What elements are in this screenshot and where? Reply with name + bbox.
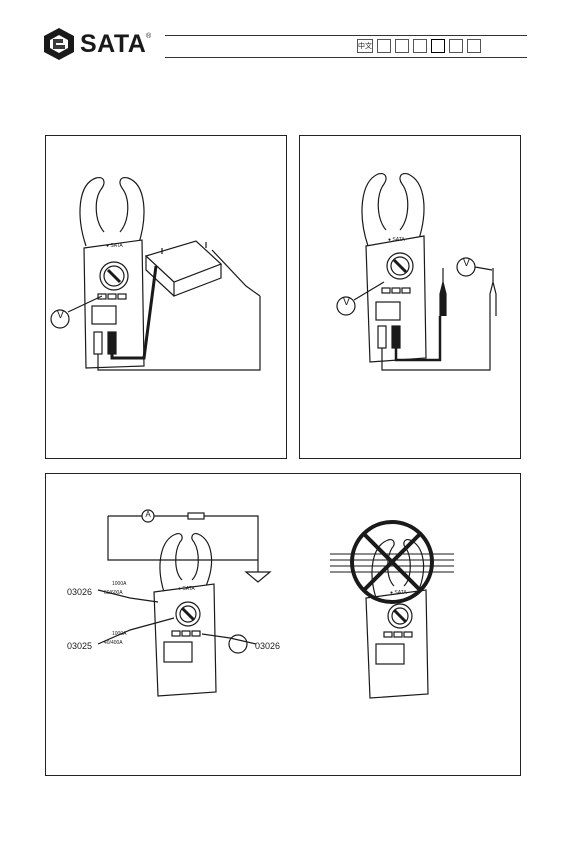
language-tab[interactable]: [395, 39, 409, 53]
header-rule-top: [165, 35, 527, 36]
panel-dc-voltage: ● SATA V: [45, 135, 287, 459]
range-label-2: 60/600A: [104, 590, 123, 596]
range-label-1: 1000A: [112, 581, 126, 587]
panel-ac-voltage: ● SATA V V: [299, 135, 521, 459]
model-label-bottom-left: 03025: [67, 641, 92, 651]
dc-voltage-illustration: ● SATA: [46, 136, 288, 460]
svg-text:● SATA: ● SATA: [390, 590, 407, 596]
language-tab-zh[interactable]: 中文: [357, 39, 373, 53]
brand-registered-mark: ®: [146, 33, 151, 40]
language-tabs: 中文: [357, 39, 481, 53]
language-tab[interactable]: [377, 39, 391, 53]
current-illustration: ● SATA ● SATA: [46, 474, 522, 777]
ac-voltage-illustration: ● SATA: [300, 136, 522, 460]
svg-text:● SATA: ● SATA: [178, 586, 195, 592]
ac-voltage-symbol-meter: V: [342, 297, 351, 308]
svg-text:● SATA: ● SATA: [388, 237, 405, 243]
range-label-4: 40/400A: [104, 640, 123, 646]
range-label-3: 1000A: [112, 631, 126, 637]
model-label-right: 03026: [255, 641, 280, 651]
ammeter-symbol: A: [142, 510, 154, 519]
header-rule-bottom: [165, 57, 527, 58]
language-tab[interactable]: [449, 39, 463, 53]
panel-current: ● SATA ● SATA: [45, 473, 521, 776]
svg-text:● SATA: ● SATA: [106, 243, 123, 249]
language-tab-active[interactable]: [431, 39, 445, 53]
model-label-top-left: 03026: [67, 587, 92, 597]
ac-voltage-symbol-probe: V: [462, 258, 471, 269]
language-tab[interactable]: [467, 39, 481, 53]
brand-name: SATA: [80, 30, 146, 59]
language-tab[interactable]: [413, 39, 427, 53]
dc-voltage-symbol: V: [56, 310, 65, 321]
